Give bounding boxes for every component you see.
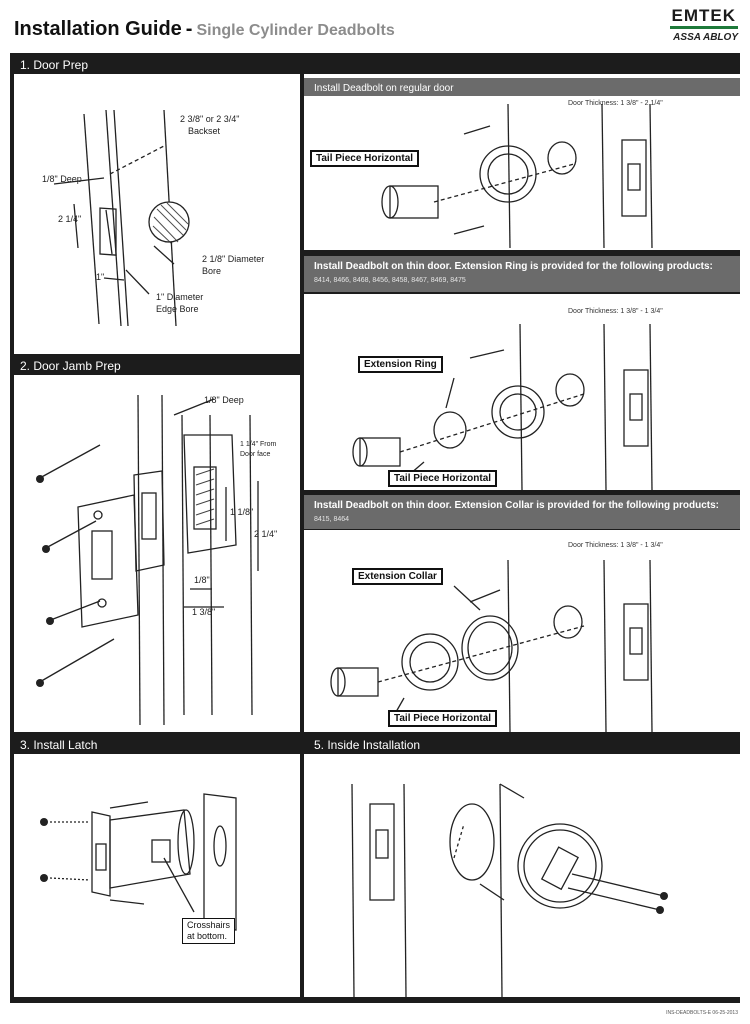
from-face-label: 1 1/4" From — [240, 441, 277, 448]
extension-ring-callout: Extension Ring — [358, 356, 443, 373]
edge-width-label: 1" — [96, 272, 105, 282]
collar-panel: Door Thickness: 1 3/8" - 1 3/4" Extensio… — [304, 530, 740, 733]
deep-label: 1/8" Deep — [42, 174, 82, 184]
install-latch-title: 3. Install Latch — [20, 738, 98, 752]
ring-products: 8414, 8466, 8468, 8456, 8458, 8467, 8469… — [314, 277, 466, 284]
bore-label-2: Bore — [202, 266, 222, 276]
regular-door-banner-text: Install Deadbolt on regular door — [314, 83, 454, 94]
backset-label-2: Backset — [188, 126, 221, 136]
page-header: Installation Guide-Single Cylinder Deadb… — [0, 0, 750, 52]
jamb-width-label: 1/8" — [194, 575, 210, 585]
regular-thickness-label: Door Thickness: 1 3/8" - 2 1/4" — [568, 100, 663, 107]
collar-tailpiece-callout: Tail Piece Horizontal — [388, 710, 498, 727]
door-jamb-prep-title: 2. Door Jamb Prep — [20, 359, 121, 373]
ring-tailpiece-callout: Tail Piece Horizontal — [388, 470, 498, 487]
ring-panel: Door Thickness: 1 3/8" - 1 3/4" Extensio… — [304, 294, 740, 491]
ring-thickness-label: Door Thickness: 1 3/8" - 1 3/4" — [568, 308, 663, 315]
height-label: 2 1/4" — [58, 214, 82, 224]
backset-label: 2 3/8" or 2 3/4" — [180, 114, 240, 124]
logo-brand: EMTEK — [669, 4, 738, 29]
crosshairs-callout: Crosshairs at bottom. — [182, 918, 236, 944]
regular-door-banner: Install Deadbolt on regular door — [304, 78, 740, 96]
door-prep-title: 1. Door Prep — [20, 58, 89, 72]
edge-bore-label-2: Edge Bore — [156, 304, 199, 314]
outer-height-label: 2 1/4" — [254, 529, 278, 539]
brand-logo: EMTEK ASSA ABLOY — [648, 4, 738, 48]
collar-thickness-label: Door Thickness: 1 3/8" - 1 3/4" — [568, 542, 663, 549]
regular-door-panel: Door Thickness: 1 3/8" - 2 1/4" Tail Pie… — [304, 74, 740, 250]
regular-door-drawing — [381, 103, 653, 249]
collar-banner-text: Install Deadbolt on thin door. Extension… — [314, 500, 720, 511]
ring-drawing — [352, 323, 653, 491]
extension-collar-callout: Extension Collar — [352, 568, 443, 585]
bore-label: 2 1/8" Diameter — [202, 254, 265, 264]
door-prep-drawing — [53, 109, 190, 327]
inside-installation-title: 5. Inside Installation — [314, 738, 421, 752]
crosshairs-callout-line-2: at bottom. — [187, 931, 228, 941]
install-latch-panel: Crosshairs at bottom. — [14, 754, 300, 997]
inner-height-label: 1 1/8" — [230, 507, 254, 517]
ring-banner: Install Deadbolt on thin door. Extension… — [304, 256, 740, 292]
edge-bore-label: 1" Diameter — [156, 292, 204, 302]
jamb-total-label: 1 3/8" — [192, 607, 216, 617]
collar-drawing — [330, 559, 653, 733]
regular-tailpiece-callout: Tail Piece Horizontal — [310, 150, 420, 167]
door-jamb-prep-panel: 1/8" Deep 1 1/4" From Door face 1 1/8" 2… — [14, 375, 300, 732]
crosshairs-callout-line-1: Crosshairs — [187, 920, 231, 930]
install-latch-drawing — [40, 793, 237, 931]
logo-parent: ASSA ABLOY — [673, 32, 738, 43]
inside-installation-drawing — [351, 783, 668, 998]
title-main: Installation Guide — [14, 18, 182, 40]
title-separator: - — [185, 18, 193, 40]
document-id: INS-DEADBOLTS-E 06-25-2013 — [666, 1010, 738, 1016]
inside-installation-panel — [304, 754, 740, 998]
door-jamb-drawing — [36, 394, 259, 726]
collar-products: 8415, 8464 — [314, 516, 350, 523]
collar-banner: Install Deadbolt on thin door. Extension… — [304, 495, 740, 529]
door-prep-panel: 2 3/8" or 2 3/4" Backset 1/8" Deep 2 1/4… — [14, 74, 300, 354]
page-title: Installation Guide-Single Cylinder Deadb… — [14, 18, 395, 41]
from-face-label-2: Door face — [240, 451, 271, 458]
jamb-deep-label: 1/8" Deep — [204, 395, 244, 405]
ring-banner-text: Install Deadbolt on thin door. Extension… — [314, 261, 713, 272]
title-subtitle: Single Cylinder Deadbolts — [196, 22, 395, 39]
